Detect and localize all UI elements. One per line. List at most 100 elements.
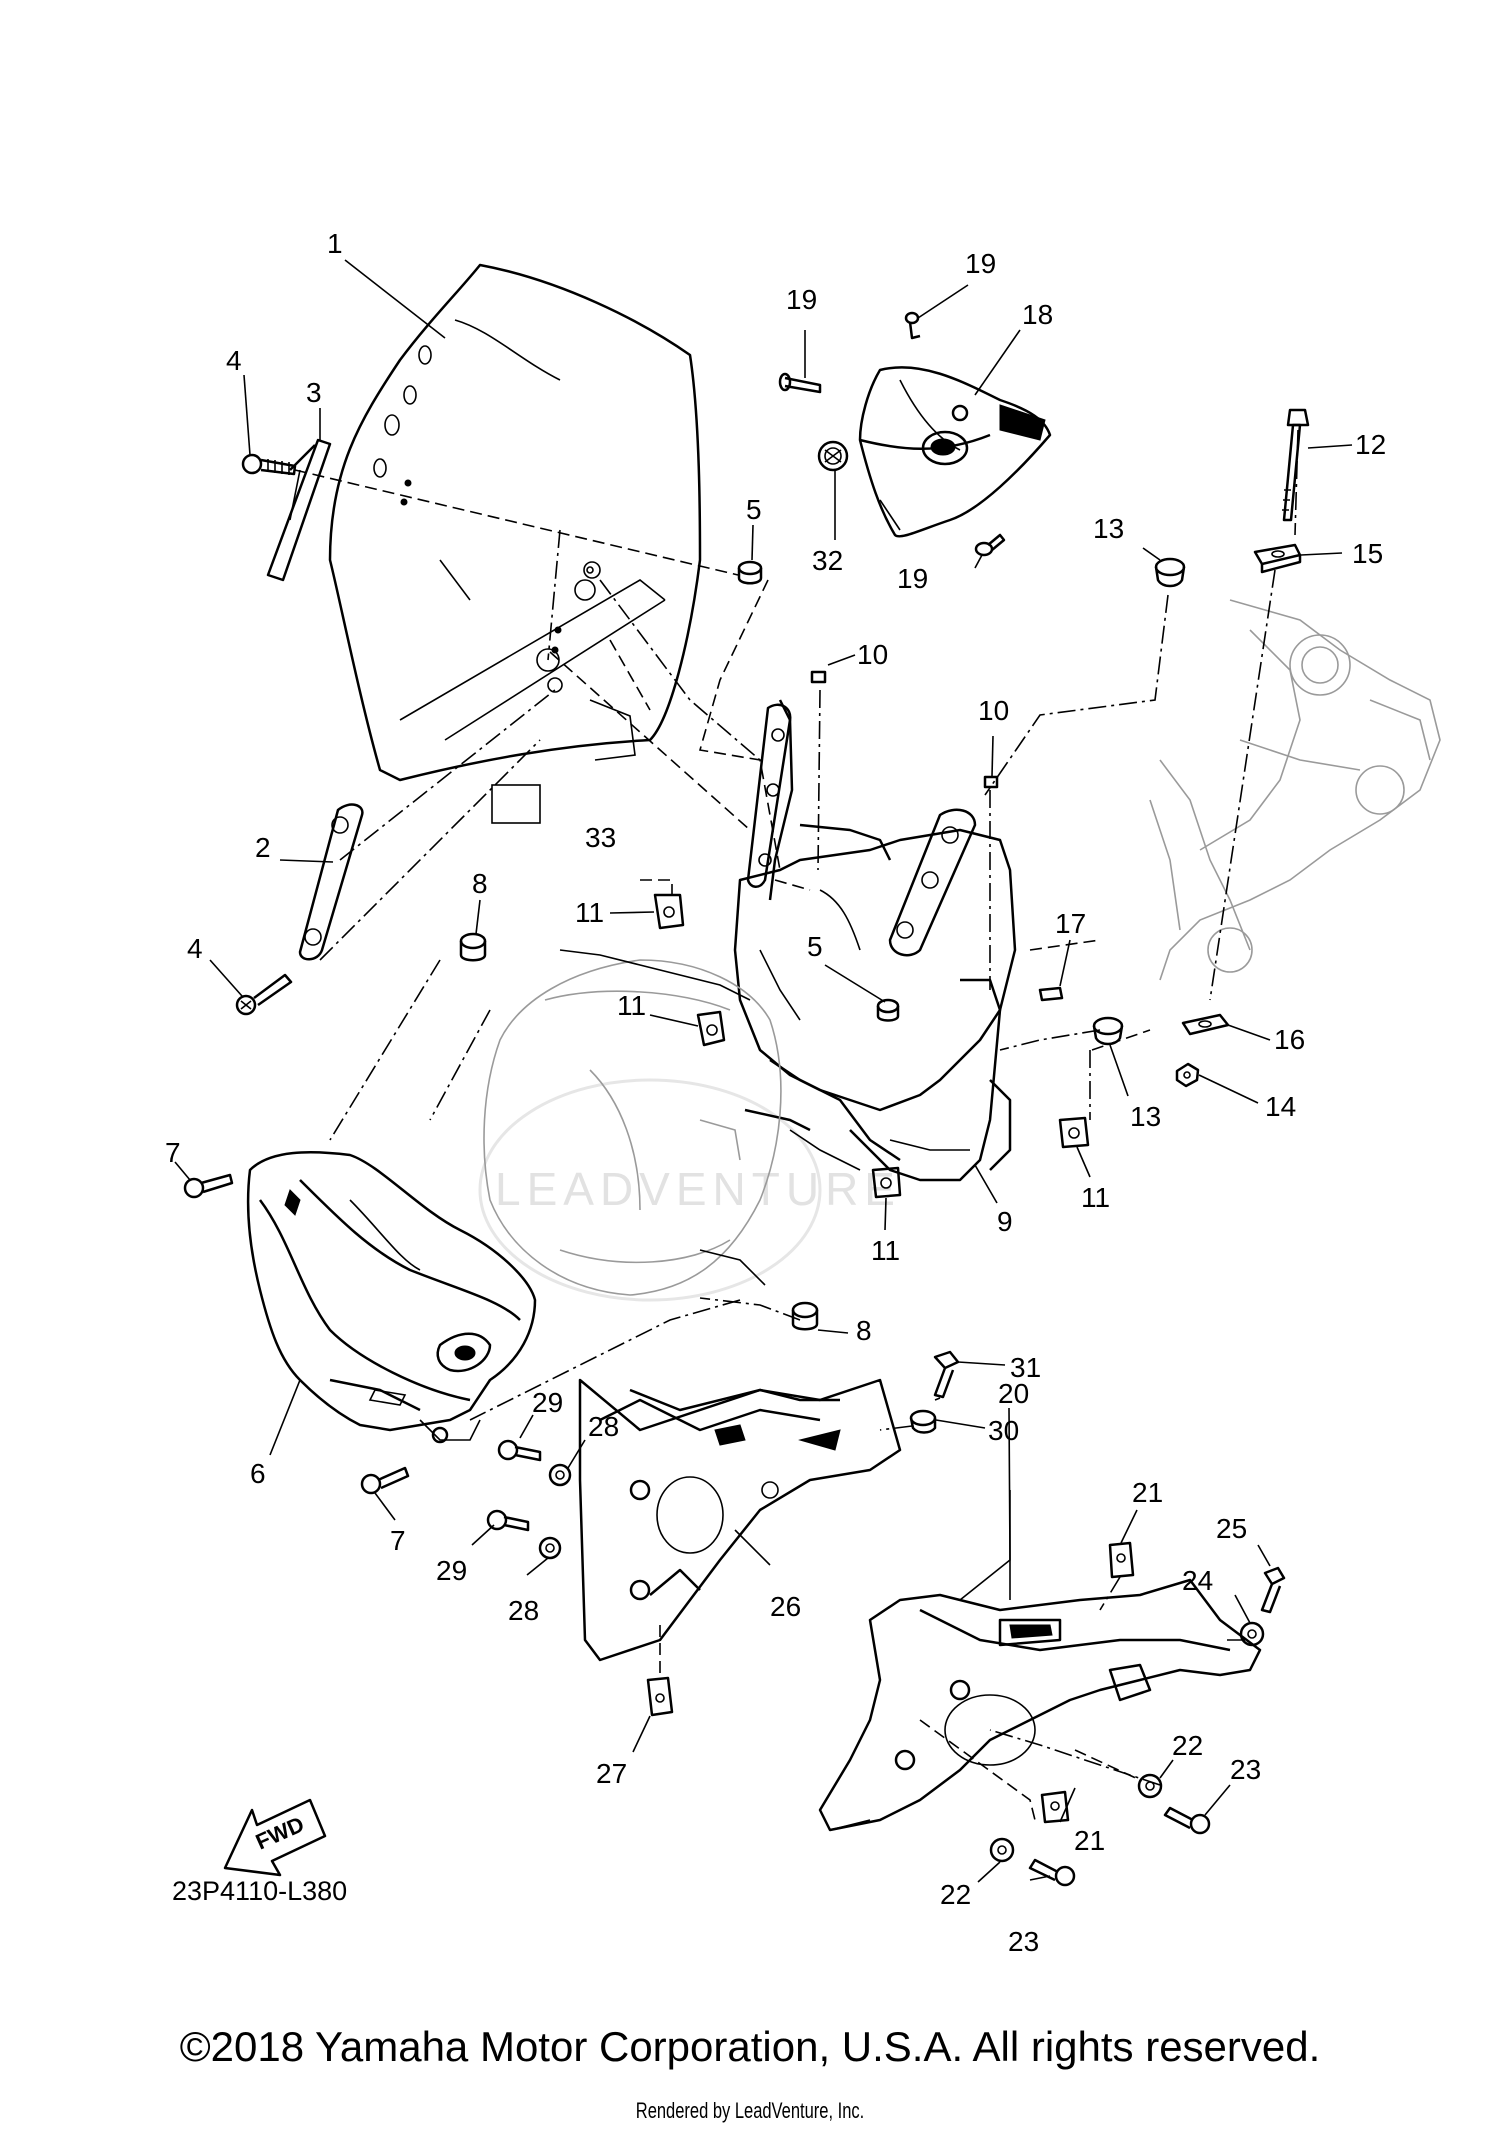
meter-cover [858, 366, 1052, 538]
screw-19-right [974, 533, 1006, 557]
callout-32: 32 [812, 545, 843, 576]
svg-text:LEADVENTURE: LEADVENTURE [495, 1163, 901, 1215]
side-panel-left [578, 1378, 902, 1662]
bolt-25 [1260, 1566, 1286, 1614]
copyright-notice: ©2018 Yamaha Motor Corporation, U.S.A. A… [179, 2023, 1321, 2070]
headlight-bracket [733, 699, 1017, 1182]
callout-25: 25 [1216, 1513, 1247, 1544]
collar-24 [1239, 1621, 1265, 1647]
callout-4-upper: 4 [226, 345, 242, 376]
dashed-alignment-lines [294, 469, 1151, 1821]
screw-4-upper [241, 453, 297, 476]
callout-18: 18 [1022, 299, 1053, 330]
callout-16: 16 [1274, 1024, 1305, 1055]
callout-22-right: 22 [1172, 1730, 1203, 1761]
callout-15: 15 [1352, 538, 1383, 569]
callout-33: 33 [585, 822, 616, 853]
bolt-12 [1282, 408, 1310, 522]
chain-lines [319, 429, 1299, 1786]
callout-10-upper: 10 [857, 639, 888, 670]
windshield-lower-stay [298, 803, 364, 961]
bolt-31 [933, 1350, 960, 1399]
clip-21-upper [1108, 1541, 1135, 1579]
front-cowl [246, 1151, 537, 1444]
callout-2: 2 [255, 832, 271, 863]
callout-8-lower: 8 [856, 1315, 872, 1346]
windshield [328, 263, 702, 782]
rendered-by-notice: Rendered by LeadVenture, Inc. [635, 2098, 865, 2123]
clip-21-lower [1040, 1790, 1070, 1824]
clip-17 [1038, 986, 1064, 1002]
screw-19-left [778, 372, 822, 394]
callout-28-lower: 28 [508, 1595, 539, 1626]
callout-5-lower: 5 [807, 931, 823, 962]
nut-14 [1175, 1062, 1200, 1088]
collar-28-upper [548, 1463, 572, 1487]
collar-5-upper [737, 560, 763, 585]
callout-20: 20 [998, 1378, 1029, 1409]
callout-3: 3 [306, 377, 322, 408]
windshield-stay [266, 438, 332, 582]
callout-1: 1 [327, 228, 343, 259]
leader-lines [174, 259, 1353, 1883]
callout-7-upper: 7 [165, 1137, 181, 1168]
callout-labels: 1 2 3 4 4 5 5 6 7 7 8 8 9 10 10 11 11 11… [165, 228, 1386, 1957]
grommet-13-upper [1154, 557, 1186, 588]
clip-27 [646, 1676, 674, 1717]
callout-10-lower: 10 [978, 695, 1009, 726]
collar-28-lower [538, 1536, 562, 1560]
frame-outline [1149, 599, 1441, 981]
screw-4-lower [235, 973, 293, 1016]
callout-23-left: 23 [1008, 1926, 1039, 1957]
callout-11-d: 11 [1081, 1182, 1110, 1213]
callout-26: 26 [770, 1591, 801, 1622]
headlight [483, 949, 782, 1296]
nut-clip-11-b [696, 1010, 726, 1047]
grommet-13-lower [1092, 1016, 1124, 1046]
callout-29-upper: 29 [532, 1387, 563, 1418]
grommet [817, 440, 849, 472]
clip-10-right [983, 775, 999, 789]
callout-6: 6 [250, 1458, 266, 1489]
callout-21-lower: 21 [1074, 1825, 1105, 1856]
screw-29-upper [497, 1439, 542, 1462]
clip-nut-15 [1253, 543, 1302, 574]
callout-8-upper: 8 [472, 868, 488, 899]
callout-23-right: 23 [1230, 1754, 1261, 1785]
callout-29-lower: 29 [436, 1555, 467, 1586]
callout-27: 27 [596, 1758, 627, 1789]
clip-nut-16 [1181, 1013, 1230, 1036]
collar-5-lower [876, 998, 900, 1022]
clip-10-left [810, 670, 827, 684]
callout-4-lower: 4 [187, 933, 203, 964]
collar-30 [909, 1409, 937, 1434]
screw-19-top [904, 311, 921, 340]
callout-30: 30 [988, 1415, 1019, 1446]
screw-7-upper [183, 1173, 234, 1199]
callout-11-a: 11 [575, 897, 604, 928]
collar-8-lower [791, 1301, 819, 1331]
callout-11-c: 11 [871, 1235, 900, 1266]
callout-13-upper: 13 [1093, 513, 1124, 544]
collar-22-left [989, 1837, 1015, 1863]
callout-19-right: 19 [897, 563, 928, 594]
collar-8-upper [459, 932, 487, 962]
watermark-logo: LEADVENTURE [478, 1078, 901, 1302]
nut-clip-11-a [653, 893, 685, 930]
screw-29-lower [486, 1509, 530, 1532]
label-sticker [491, 699, 636, 824]
callout-28-upper: 28 [588, 1411, 619, 1442]
callout-5-upper: 5 [746, 494, 762, 525]
callout-7-lower: 7 [390, 1525, 406, 1556]
callout-19-top: 19 [965, 248, 996, 279]
screw-23-left [1028, 1858, 1076, 1887]
callout-31: 31 [1010, 1352, 1041, 1383]
callout-17: 17 [1055, 908, 1086, 939]
callout-11-b: 11 [617, 990, 646, 1021]
callout-14: 14 [1265, 1091, 1296, 1122]
fwd-arrow-icon: FWD [223, 1798, 327, 1877]
side-panel-right [818, 1578, 1262, 1832]
callout-21-upper: 21 [1132, 1477, 1163, 1508]
callout-9: 9 [997, 1206, 1013, 1237]
